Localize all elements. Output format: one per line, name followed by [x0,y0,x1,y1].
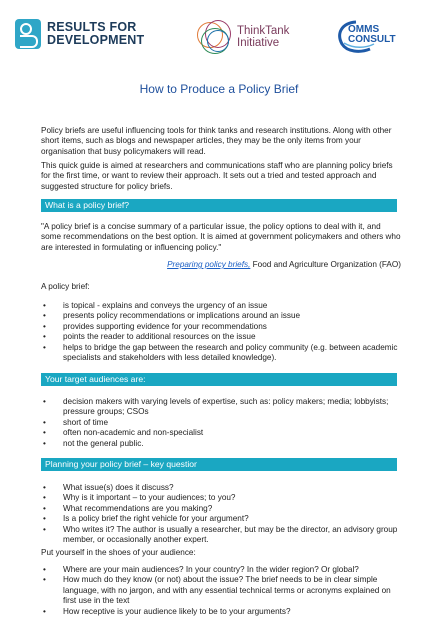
thinktank-logo-line1: ThinkTank [237,25,290,37]
comms-swoosh-icon [338,20,375,53]
section-heading-audiences-text: Your target audiences are: [45,374,146,384]
comms-logo-line2: CONSULT [348,34,396,45]
list-item: Is a policy brief the right vehicle for … [41,514,401,525]
audience-shoes-lead: Put yourself in the shoes of your audien… [41,548,196,557]
comms-logo-text: OMMS CONSULT [348,25,396,45]
policy-brief-lead: A policy brief: [41,282,90,291]
list-item: What issue(s) does it discuss? [41,483,401,494]
audience-questions-list: Where are your main audiences? In your c… [41,565,401,617]
policy-brief-list: is topical - explains and conveys the ur… [41,301,401,363]
r4d-logo-icon [15,19,41,49]
list-item: helps to bridge the gap between the rese… [41,343,401,364]
thinktank-rings-icon [195,18,233,56]
section-heading-planning: Planning your policy brief – key questio… [41,458,397,471]
page-title: How to Produce a Policy Brief [139,82,299,96]
thinktank-logo: ThinkTank Initiative [195,18,289,56]
quote-source: Preparing policy briefs, Food and Agricu… [167,260,401,269]
policy-brief-quote: "A policy brief is a concise summary of … [41,222,401,252]
section-heading-what-is: What is a policy brief? [41,199,397,212]
list-item: presents policy recommendations or impli… [41,311,401,322]
r4d-logo-text: RESULTS FOR DEVELOPMENT [47,21,144,47]
header-logos: RESULTS FOR DEVELOPMENT ThinkTank Initia… [0,14,438,64]
thinktank-logo-text: ThinkTank Initiative [237,25,289,49]
list-item: not the general public. [41,439,401,450]
list-item: Who writes it? The author is usually a r… [41,525,401,546]
list-item: points the reader to additional resource… [41,332,401,343]
audiences-list: decision makers with varying levels of e… [41,397,401,449]
list-item: How much do they know (or not) about the… [41,575,401,606]
intro-paragraph-1: Policy briefs are useful influencing too… [41,126,392,156]
list-item: provides supporting evidence for your re… [41,322,401,333]
r4d-logo-line1: RESULTS FOR [47,20,137,34]
list-item: short of time [41,418,401,429]
list-item: decision makers with varying levels of e… [41,397,401,418]
list-item: Where are your main audiences? In your c… [41,565,401,576]
list-item: often non-academic and non-specialist [41,428,401,439]
comms-consult-logo: OMMS CONSULT [334,19,398,55]
list-item: What recommendations are you making? [41,504,401,515]
thinktank-logo-line2: Initiative [237,37,280,49]
comms-logo-line1: OMMS [348,24,380,35]
r4d-logo-line2: DEVELOPMENT [47,33,145,47]
fao-source-org: Food and Agriculture Organization (FAO) [250,260,401,269]
section-heading-what-is-text: What is a policy brief? [45,200,130,210]
list-item: Why is it important – to your audiences;… [41,493,401,504]
section-heading-planning-text: Planning your policy brief – key questio… [45,459,229,469]
fao-source-link[interactable]: Preparing policy briefs, [167,260,251,269]
list-item: How receptive is your audience likely to… [41,607,401,618]
r4d-logo: RESULTS FOR DEVELOPMENT [15,19,144,49]
list-item: is topical - explains and conveys the ur… [41,301,401,312]
planning-questions-list: What issue(s) does it discuss? Why is it… [41,483,401,545]
intro-paragraph-2: This quick guide is aimed at researchers… [41,161,393,191]
section-heading-audiences: Your target audiences are: [41,373,397,386]
